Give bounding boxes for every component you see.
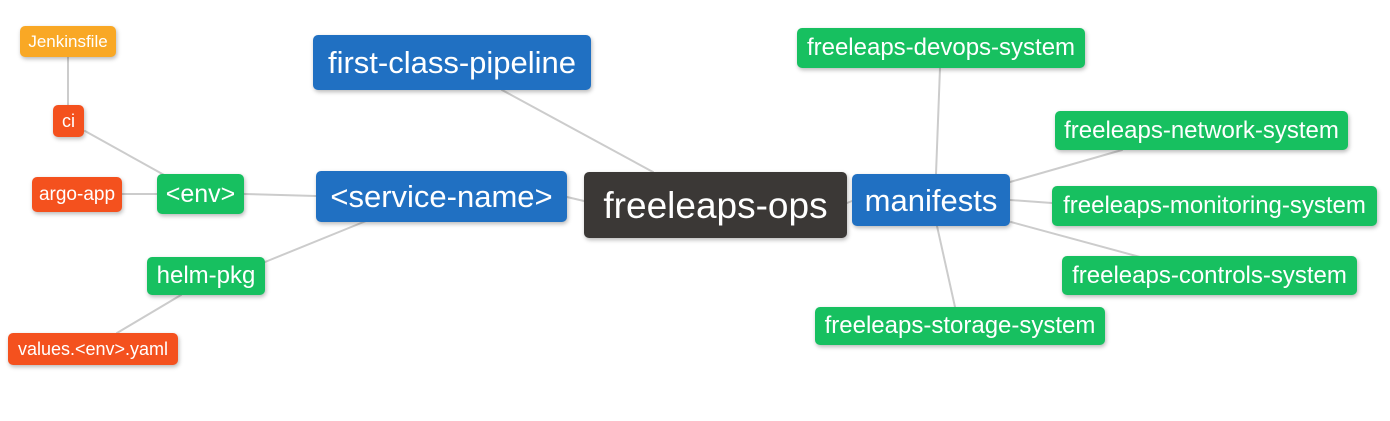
node-label: Jenkinsfile	[28, 32, 108, 51]
edge-manifests-to-freeleaps-monitoring-system	[1009, 199, 1053, 204]
edge-first-class-pipeline-to-freeleaps-ops	[501, 89, 654, 173]
edge-manifests-to-freeleaps-storage-system	[936, 225, 956, 308]
node-label: manifests	[864, 182, 998, 218]
node-ci[interactable]: ci	[53, 105, 84, 137]
node-label: freeleaps-ops	[603, 184, 828, 226]
edge-manifests-to-freeleaps-network-system	[1009, 149, 1123, 183]
node-label: freeleaps-monitoring-system	[1063, 192, 1366, 219]
node-label: values.<env>.yaml	[17, 339, 169, 359]
node-freeleaps-devops-system[interactable]: freeleaps-devops-system	[797, 28, 1085, 68]
node-freeleaps-controls-system[interactable]: freeleaps-controls-system	[1062, 256, 1357, 295]
node-freeleaps-monitoring-system[interactable]: freeleaps-monitoring-system	[1052, 186, 1377, 226]
edge-manifests-to-freeleaps-devops-system	[935, 67, 941, 175]
node-label: freeleaps-network-system	[1064, 116, 1339, 144]
node-label: <env>	[165, 179, 236, 208]
node-label: freeleaps-controls-system	[1072, 261, 1347, 289]
node-manifests[interactable]: manifests	[852, 174, 1010, 226]
node-label: argo-app	[38, 184, 116, 205]
node-service-name[interactable]: <service-name>	[316, 171, 567, 222]
node-first-class-pipeline[interactable]: first-class-pipeline	[313, 35, 591, 90]
node-label: <service-name>	[330, 179, 553, 214]
edge-helm-pkg-to-service-name	[264, 220, 367, 263]
edge-manifests-to-freeleaps-controls-system	[1010, 221, 1141, 258]
node-freeleaps-network-system[interactable]: freeleaps-network-system	[1055, 111, 1348, 150]
node-values-env-yaml[interactable]: values.<env>.yaml	[8, 333, 178, 365]
edge-env-to-service-name	[243, 193, 317, 197]
node-freeleaps-storage-system[interactable]: freeleaps-storage-system	[815, 307, 1105, 345]
node-label: helm-pkg	[156, 262, 256, 289]
node-label: freeleaps-devops-system	[806, 34, 1076, 61]
node-label: ci	[62, 111, 75, 131]
node-env[interactable]: <env>	[157, 174, 244, 214]
node-jenkinsfile[interactable]: Jenkinsfile	[20, 26, 116, 57]
node-label: first-class-pipeline	[327, 45, 577, 80]
node-helm-pkg[interactable]: helm-pkg	[147, 257, 265, 295]
node-label: freeleaps-storage-system	[824, 312, 1096, 339]
node-freeleaps-ops[interactable]: freeleaps-ops	[584, 172, 847, 238]
edge-ci-to-env	[84, 130, 167, 177]
edge-service-name-to-freeleaps-ops	[566, 196, 585, 202]
edge-values-env-yaml-to-helm-pkg	[116, 294, 182, 334]
node-argo-app[interactable]: argo-app	[32, 177, 122, 212]
